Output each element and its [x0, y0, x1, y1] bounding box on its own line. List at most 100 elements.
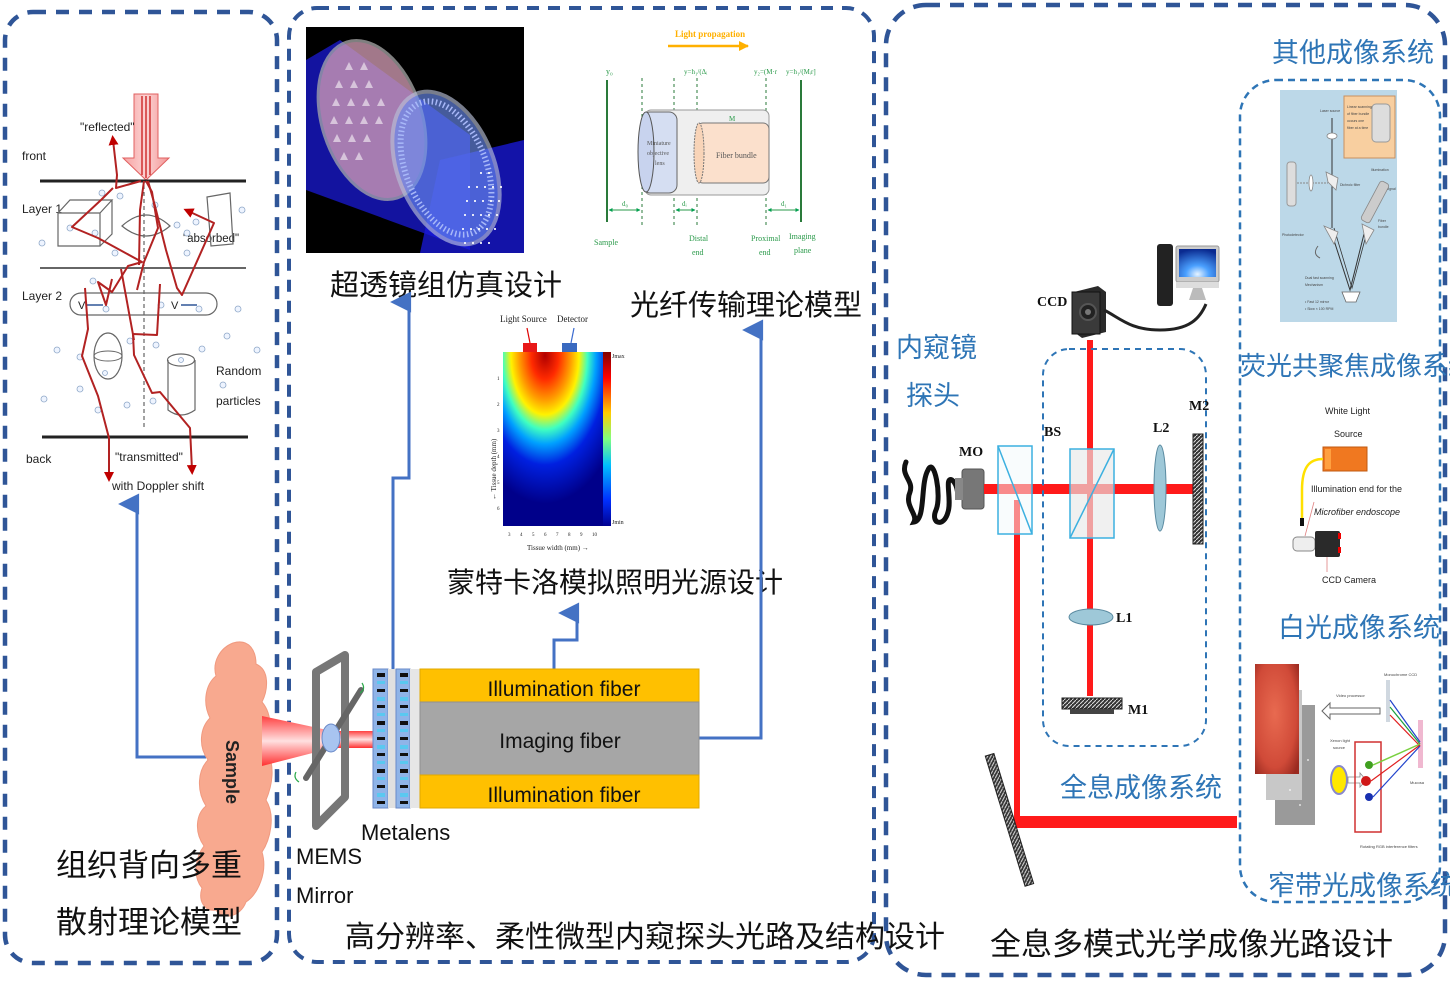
scan-label-3: • Fast 12 mirror [1305, 300, 1330, 304]
lens-label-2: objective [647, 151, 669, 157]
xenon-label-1: Xenon light [1330, 738, 1351, 743]
holographic-subsystem-caption: 全息成像系统 [1060, 773, 1222, 804]
illumination-end-label-1: Illumination end for the [1311, 484, 1402, 494]
d0-label: d₀ [622, 200, 629, 208]
imaging-fiber [419, 701, 700, 776]
sample-tissue: Sample [195, 641, 273, 917]
lens-label-3: lens [655, 161, 665, 167]
l1-label: L1 [1116, 611, 1132, 626]
nbi-caption: 窄带光成像系统 [1268, 871, 1450, 902]
white-light-system-figure: White Light Source Illumination end for … [1292, 406, 1402, 585]
metalens-nanostructure [377, 801, 385, 804]
detector-block [562, 343, 577, 352]
l2-label: L2 [1153, 421, 1169, 436]
lens-l2 [1153, 444, 1167, 532]
heatmap-y-tick: 3 [497, 429, 500, 434]
folding-mirror [984, 752, 1035, 887]
illumination-fiber-bottom [419, 774, 700, 809]
lens-l1 [1068, 608, 1114, 626]
connector-imaging-fiber-to-model [699, 319, 764, 740]
metalens-nanostructure [400, 689, 408, 692]
bs-label: BS [1044, 425, 1061, 440]
endoscope-probe-label-line1: 内窥镜 [896, 333, 977, 364]
xenon-label-2: source [1333, 745, 1346, 750]
label-doppler-shift: with Doppler shift [111, 479, 205, 493]
holographic-subsystem-box [1042, 348, 1207, 747]
mirror-m2 [1192, 433, 1204, 545]
photodetector-label: Photodetector [1282, 233, 1305, 237]
label-random: Random [216, 364, 261, 378]
heatmap-x-axis-label: Tissue width (mm) → [527, 544, 589, 552]
illumination-fiber-top [419, 668, 700, 703]
velocity-label-right: V [171, 300, 179, 312]
metalens-nanostructure [377, 769, 385, 773]
imaging-plane-label-1: Imaging [789, 232, 816, 241]
imaging-plane-label-2: plane [794, 246, 812, 255]
y3-label: y=h₁/(Mᵢr] [786, 68, 816, 76]
fiber-model-caption: 光纤传输理论模型 [630, 288, 862, 322]
fiber-transmission-model-figure: Light propagation y₀ y=h₁/(Δᵢ y₂=(M·r y=… [594, 29, 816, 257]
confocal-system-figure: Linear scanning of fiber bundle occurs o… [1280, 90, 1397, 322]
y1-label: y=h₁/(Δᵢ [684, 68, 708, 76]
metalens-nanostructure [377, 673, 385, 677]
light-source-block [523, 343, 537, 352]
monte-carlo-caption: 蒙特卡洛模拟照明光源设计 [447, 566, 783, 599]
metalens-nanostructure [377, 753, 385, 756]
heatmap-x-tick: 7 [556, 533, 559, 538]
label-absorbed: "absorbed" [183, 233, 239, 245]
scattering-model-figure: front Layer 1 Layer 2 back "reflected" "… [22, 93, 261, 493]
illumination-fiber-top-label: Illumination fiber [488, 678, 641, 701]
beam-splitter-first [997, 445, 1033, 535]
metalens-simulation-caption: 超透镜组仿真设计 [330, 268, 562, 302]
metalens-nanostructure [400, 681, 408, 684]
signal-label: Signal [1386, 187, 1396, 191]
scan-label-4: • Slow × 100 RPM [1305, 307, 1333, 311]
mirror-m1 [1061, 697, 1123, 714]
ccd-cable [1103, 303, 1208, 332]
inset-label-1: Linear scanning [1347, 105, 1372, 109]
holographic-system-title: 全息多模式光学成像光路设计 [990, 927, 1393, 963]
metalens-nanostructure [377, 705, 385, 708]
probe-design-title: 高分辨率、柔性微型内窥探头光路及结构设计 [345, 920, 945, 955]
label-reflected: "reflected" [80, 120, 135, 134]
heatmap-x-tick: 10 [592, 533, 598, 538]
ccd-camera [1071, 286, 1106, 338]
fiber-bundle-label-2: bundle [1378, 225, 1389, 229]
computer [1157, 244, 1220, 306]
detector-label: Detector [557, 314, 588, 324]
velocity-label-left: V [78, 300, 86, 312]
proximal-end-label-2: end [759, 248, 771, 257]
illumination-end-label-2: Microfiber endoscope [1314, 507, 1400, 517]
metalens-nanostructure [377, 689, 385, 692]
label-layer1: Layer 1 [22, 202, 62, 216]
metalens-nanostructure [377, 721, 385, 725]
metalens-nanostructure [400, 729, 408, 732]
metalens-nanostructure [377, 681, 385, 684]
fiber-bundle-label: Fiber bundle [716, 151, 757, 160]
inset-label-3: occurs one [1347, 119, 1364, 123]
ccd-camera-label: CCD Camera [1322, 575, 1376, 585]
heatmap-x-tick: 6 [544, 533, 547, 538]
m2-label: M2 [1189, 399, 1209, 414]
metalens-nanostructure [377, 785, 385, 788]
mems-label-line2: Mirror [296, 883, 353, 908]
mems-mirror [294, 651, 365, 830]
white-light-source-label-2: Source [1334, 429, 1363, 439]
metalens-nanostructure [377, 737, 385, 740]
m1-label: M1 [1128, 703, 1148, 718]
metalens-nanostructure [377, 793, 385, 797]
inset-label-2: of fiber bundle [1347, 112, 1369, 116]
sample-label: Sample [222, 740, 242, 804]
metalens-nanostructure [400, 673, 408, 677]
metalens-nanostructure [377, 729, 385, 732]
di-label: dᵢ [682, 200, 688, 208]
other-systems-box [1238, 78, 1442, 904]
metalens-nanostructure [400, 713, 408, 716]
sample-plane-label: Sample [594, 238, 618, 247]
inset-label-4: fiber at a time [1347, 126, 1368, 130]
heatmap-y-tick: 5 [497, 481, 500, 486]
nbi-system-figure: Video processor Monochrome CCD Mucosa Xe… [1255, 664, 1425, 849]
metalens-nanostructure [400, 697, 408, 701]
metalens-nanostructure [400, 769, 408, 773]
colorbar-max-label: Jmax [612, 354, 625, 360]
